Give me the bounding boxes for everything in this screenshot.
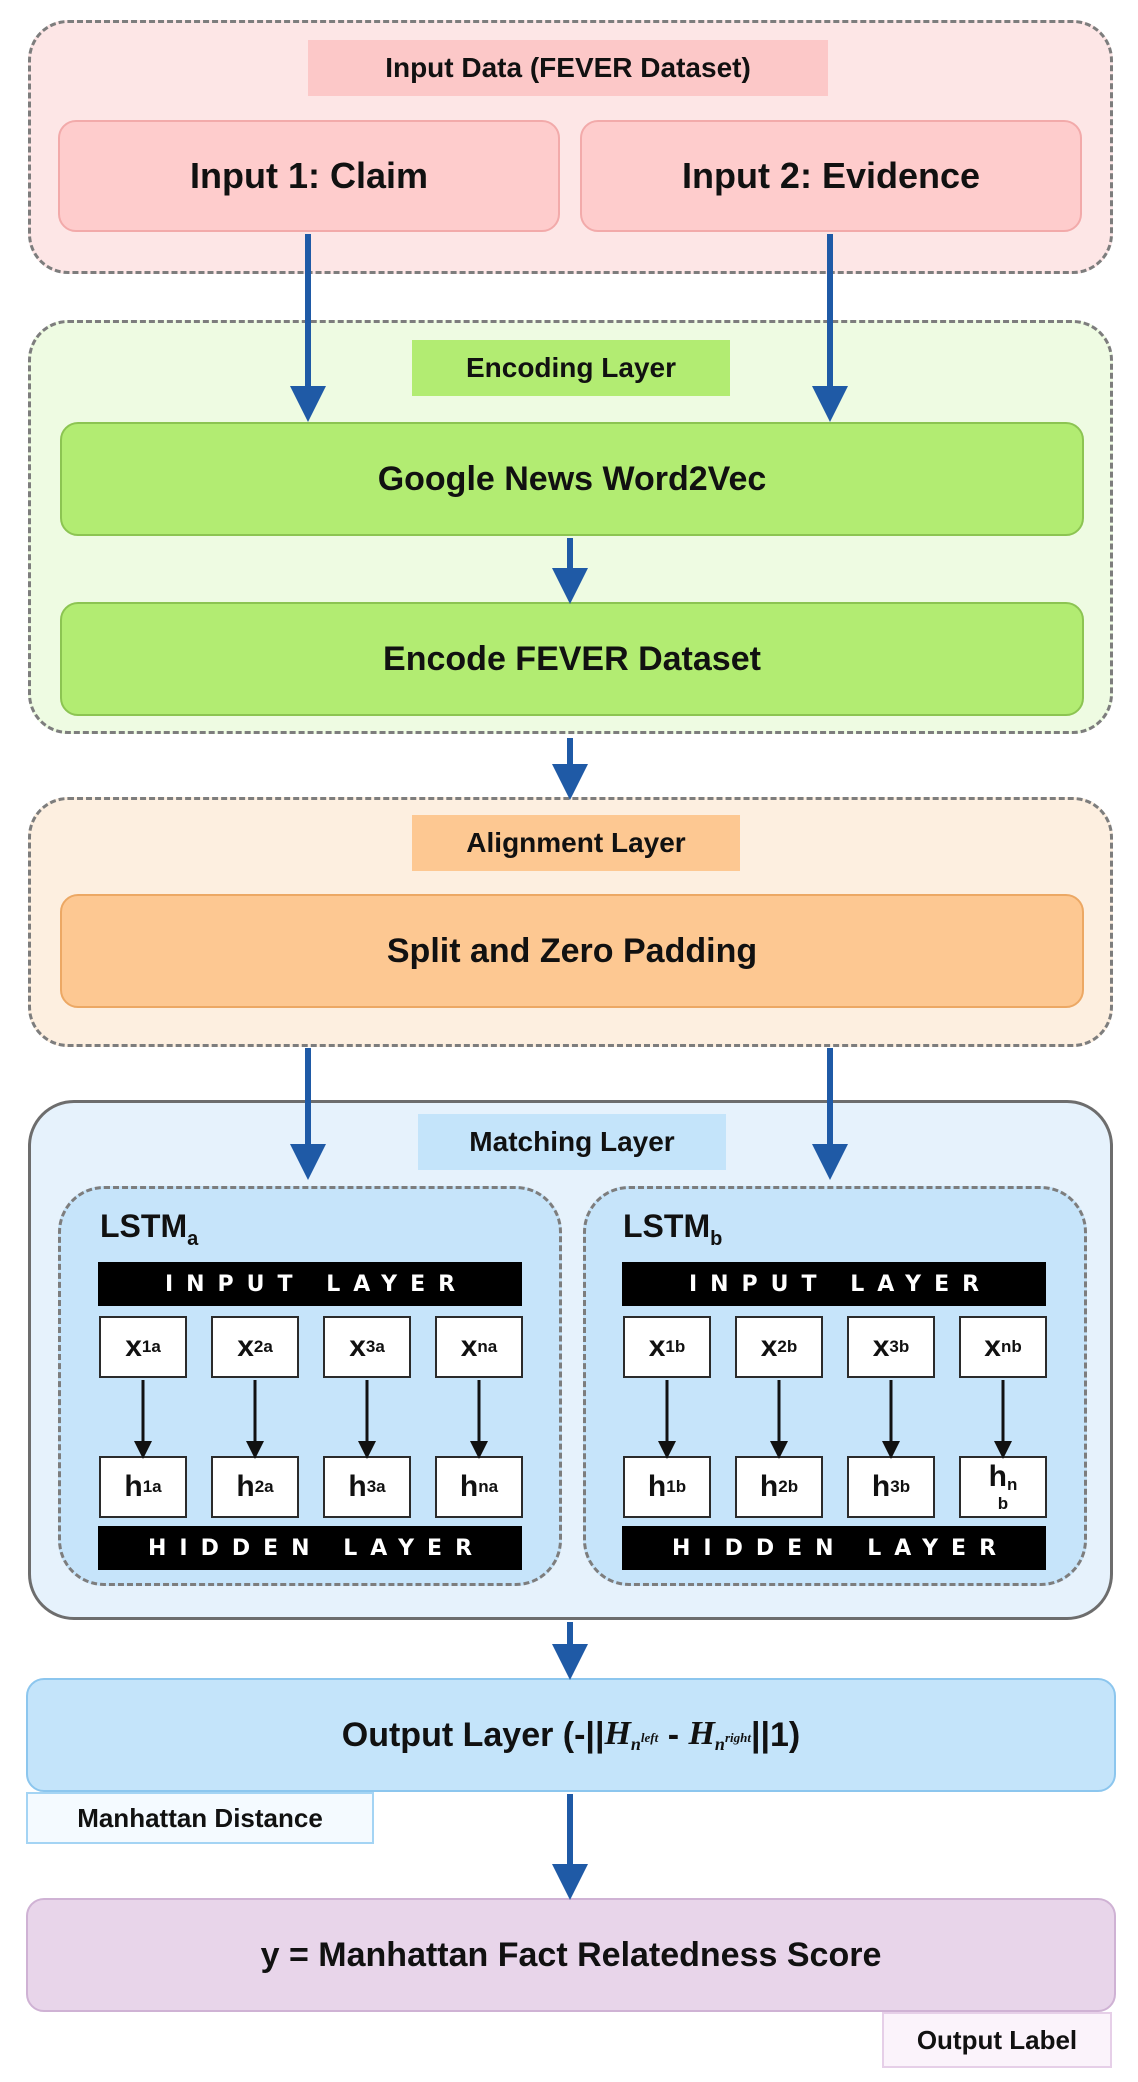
encoding-layer-title: Encoding Layer — [412, 340, 730, 396]
input-data-title: Input Data (FEVER Dataset) — [308, 40, 828, 96]
h-right-term: Hnright — [688, 1715, 751, 1754]
output-label-tag: Output Label — [882, 2012, 1112, 2068]
relatedness-score-box: y = Manhattan Fact Relatedness Score — [26, 1898, 1116, 2012]
lstm-a-title: LSTMa — [100, 1208, 199, 1250]
output-suffix: ||1) — [750, 1715, 801, 1754]
input-claim-box: Input 1: Claim — [58, 120, 560, 232]
lstm-b-title: LSTMb — [623, 1208, 723, 1250]
lstm-a-input-layer-bar: INPUT LAYER — [98, 1262, 522, 1306]
split-zero-padding-box: Split and Zero Padding — [60, 894, 1084, 1008]
matching-layer-title: Matching Layer — [418, 1114, 726, 1170]
lstm-b-hidden-layer-bar: HIDDEN LAYER — [622, 1526, 1046, 1570]
output-minus: - — [658, 1715, 689, 1754]
lstm-b-input-layer-bar: INPUT LAYER — [622, 1262, 1046, 1306]
lstm-a-hidden-layer-bar: HIDDEN LAYER — [98, 1526, 522, 1570]
manhattan-distance-label: Manhattan Distance — [26, 1792, 374, 1844]
word2vec-box: Google News Word2Vec — [60, 422, 1084, 536]
input-evidence-box: Input 2: Evidence — [580, 120, 1082, 232]
h-left-term: Hnleft — [604, 1715, 659, 1754]
output-prefix: Output Layer (-|| — [341, 1715, 605, 1754]
alignment-layer-title: Alignment Layer — [412, 815, 740, 871]
